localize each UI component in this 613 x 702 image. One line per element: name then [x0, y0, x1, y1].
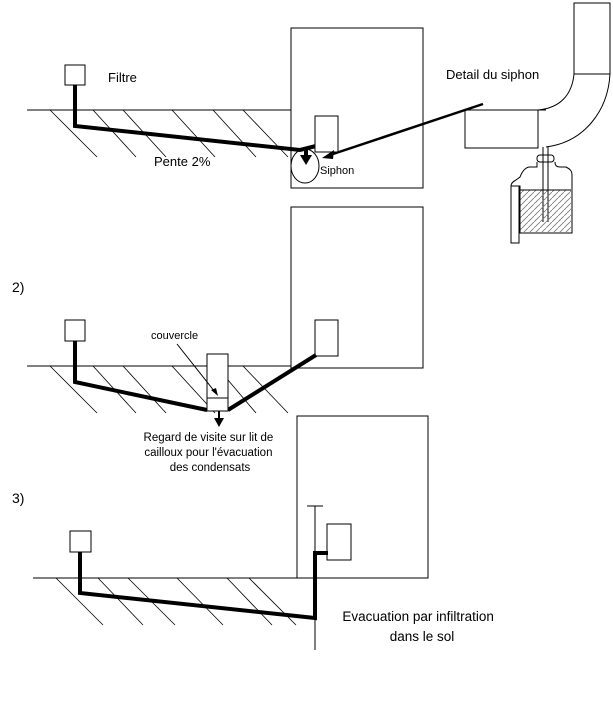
siphon-highlight — [290, 148, 320, 184]
filter-box — [64, 319, 86, 342]
indoor-unit-1 — [314, 115, 339, 153]
flow-arrow-icon — [300, 155, 312, 165]
drain-pipe — [73, 341, 208, 412]
drain-pipe — [226, 353, 318, 412]
detail-label: Detail du siphon — [446, 67, 539, 82]
house-wall-3 — [296, 415, 429, 579]
house-wall-2 — [290, 206, 424, 369]
house-wall-1 — [290, 27, 424, 189]
evacuation-label: Evacuation par infiltration dans le sol — [342, 609, 497, 644]
detail-pointer-line — [329, 102, 484, 157]
section-2-number: 2) — [12, 279, 24, 295]
section-3: 3) Evacuation par infiltration dans le s… — [12, 415, 497, 650]
flow-arrow-icon — [214, 418, 224, 427]
filter-label: Filtre — [108, 70, 137, 85]
lid-label: couvercle — [151, 330, 198, 342]
indoor-unit-3 — [326, 523, 352, 561]
soil-hatching — [49, 365, 289, 414]
inspection-chamber — [206, 353, 229, 412]
siphon-detail — [464, 2, 611, 244]
lid-pointer-line — [176, 343, 216, 393]
siphon-label: Siphon — [320, 165, 354, 177]
section-1: Filtre Pente 2% Siphon Detail du siphon — [27, 2, 611, 244]
drain-pipe — [73, 85, 317, 153]
section-3-number: 3) — [12, 490, 24, 506]
filter-box — [64, 64, 86, 86]
drain-pipe — [78, 551, 328, 621]
pointer-arrow-icon — [211, 388, 218, 396]
indoor-unit-2 — [314, 319, 339, 357]
inspection-label: Regard de visite sur lit de cailloux pou… — [144, 432, 277, 474]
section-2: 2) couvercle Regard de visite sur lit de… — [12, 206, 424, 474]
filter-box — [69, 530, 92, 553]
soil-hatching — [49, 109, 289, 158]
slope-label: Pente 2% — [154, 154, 211, 169]
pointer-arrow-icon — [322, 150, 334, 159]
